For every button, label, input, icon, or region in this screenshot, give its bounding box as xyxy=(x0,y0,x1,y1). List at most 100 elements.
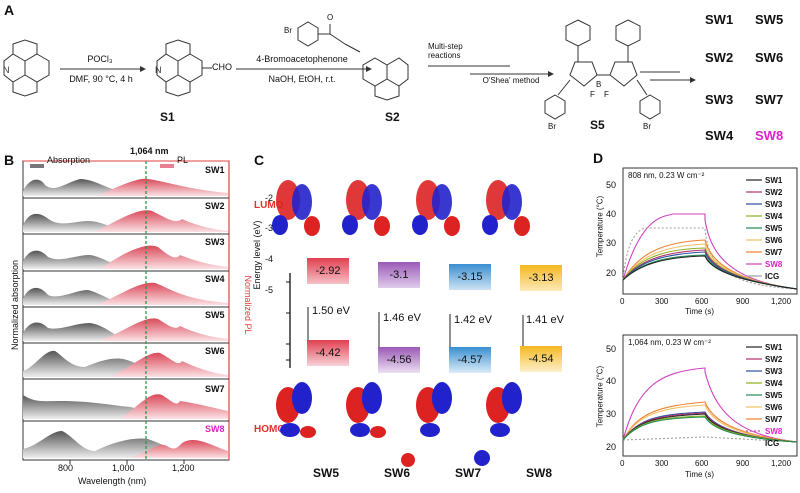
d-bottom-ytick-30: 30 xyxy=(606,409,617,419)
homo-orbital-sw8 xyxy=(474,382,522,466)
panel-b-letter: B xyxy=(4,152,15,168)
s2-structure xyxy=(297,21,409,101)
reaction-3-conditions: O'Shea' method xyxy=(482,76,540,85)
c-ytick-m5: -5 xyxy=(265,285,274,295)
d-top-ytick-30: 30 xyxy=(606,238,617,248)
d-top-legend-sw5: SW5 xyxy=(765,224,783,233)
homo-label: HOMO xyxy=(254,424,286,435)
c-ytick-m3: -3 xyxy=(265,223,274,233)
s5-f1-label: F xyxy=(590,90,595,99)
d-bottom-legend-sw1: SW1 xyxy=(765,343,783,352)
julolidine-structure: N xyxy=(3,39,50,97)
product-sw4: SW4 xyxy=(705,128,734,143)
lumo-orbital-sw7 xyxy=(412,180,460,236)
lumo-level-sw6: -3.1 xyxy=(378,262,420,288)
b-xtick-800: 800 xyxy=(58,463,74,473)
c-ytick-m4: -4 xyxy=(265,254,274,264)
b-legend-pl: PL xyxy=(177,155,189,165)
d-bottom-legend-sw4: SW4 xyxy=(765,379,783,388)
b-row-label-sw5: SW5 xyxy=(205,310,225,320)
gap-sw5: 1.50 eV xyxy=(312,305,350,317)
s1-structure: N xyxy=(155,39,212,97)
cho-label: CHO xyxy=(212,62,232,72)
s5-br-right-label: Br xyxy=(643,122,651,131)
d-bottom-legend-sw7: SW7 xyxy=(765,415,783,424)
product-sw3: SW3 xyxy=(705,92,734,107)
d-bottom-xtick-300: 300 xyxy=(655,459,669,468)
s5-b-label: B xyxy=(596,80,602,89)
b-row-label-sw8: SW8 xyxy=(205,424,225,434)
svg-text:N: N xyxy=(3,65,10,75)
panel-c-letter: C xyxy=(254,152,265,168)
b-legend-absorption: Absorption xyxy=(47,155,91,165)
svg-text:N: N xyxy=(155,65,162,75)
compound-s1-label: S1 xyxy=(160,110,175,124)
d-top-ytick-50: 50 xyxy=(606,180,617,190)
d-top-legend-sw1: SW1 xyxy=(765,176,783,185)
d-top-xtick-0: 0 xyxy=(620,297,625,306)
d-bottom-xtick-1200: 1,200 xyxy=(771,459,792,468)
b-row-sw7 xyxy=(23,394,228,419)
gap-sw6: 1.46 eV xyxy=(383,312,421,324)
d-bottom-title: 1,064 nm, 0.23 W cm⁻² xyxy=(628,338,711,347)
b-row-sw3 xyxy=(23,245,228,269)
d-bottom-curves xyxy=(622,367,798,443)
c-label-sw6: SW6 xyxy=(384,466,411,480)
b-row-sw1 xyxy=(23,178,228,196)
s2-o-label: O xyxy=(327,13,334,22)
homo-level-sw8: -4.54 xyxy=(520,346,562,372)
d-bottom-legend-sw3: SW3 xyxy=(765,367,783,376)
c-label-sw7: SW7 xyxy=(455,466,482,480)
product-sw2: SW2 xyxy=(705,50,734,65)
d-top-legend-sw3: SW3 xyxy=(765,200,783,209)
product-sw5: SW5 xyxy=(755,12,784,27)
d-bottom-ytick-50: 50 xyxy=(606,344,617,354)
reaction-2-conditions: NaOH, EtOH, r.t. xyxy=(268,74,336,84)
d-top-xtick-600: 600 xyxy=(695,297,709,306)
b-row-label-sw7: SW7 xyxy=(205,384,225,394)
lumo-orbital-sw5 xyxy=(272,180,320,236)
reaction-scheme: N N xyxy=(3,19,696,120)
d-top-legend-icg: ICG xyxy=(765,272,780,281)
b-ylabel-left: Normalized absorption xyxy=(10,259,20,351)
b-xtick-1000: 1,000 xyxy=(112,463,135,473)
s5-f2-label: F xyxy=(604,90,609,99)
d-top-legend-sw8: SW8 xyxy=(765,260,783,269)
b-row-label-sw3: SW3 xyxy=(205,237,225,247)
c-ylabel: Energy level (eV) xyxy=(252,220,262,290)
panel-d-charts xyxy=(622,167,798,457)
b-xlabel: Wavelength (nm) xyxy=(78,476,147,486)
d-bottom-ytick-40: 40 xyxy=(606,376,617,386)
d-top-legend-sw2: SW2 xyxy=(765,188,783,197)
lumo-level-sw8: -3.13 xyxy=(520,265,562,291)
panel-d-letter: D xyxy=(593,150,604,166)
homo-orbital-sw5 xyxy=(276,382,316,438)
b-row-label-sw1: SW1 xyxy=(205,165,225,175)
reaction-2-reagent: 4-Bromoacetophenone xyxy=(256,54,348,64)
panel-b-chart xyxy=(22,160,230,464)
lumo-orbital-sw6 xyxy=(342,180,390,236)
d-bottom-ytick-20: 20 xyxy=(606,442,617,452)
d-top-ytick-40: 40 xyxy=(606,209,617,219)
s2-br-label: Br xyxy=(284,26,292,35)
d-bottom-xlabel: Time (s) xyxy=(685,470,715,479)
product-sw7: SW7 xyxy=(755,92,784,107)
product-sw1: SW1 xyxy=(705,12,734,27)
d-bottom-legend-icg: ICG xyxy=(765,439,780,448)
d-bottom-legend-sw2: SW2 xyxy=(765,355,783,364)
compound-s2-label: S2 xyxy=(385,110,400,124)
homo-orbital-sw6 xyxy=(346,382,386,438)
b-row-sw5 xyxy=(23,318,228,341)
d-top-legend-sw7: SW7 xyxy=(765,248,783,257)
d-bottom-xtick-900: 900 xyxy=(736,459,750,468)
lumo-label: LUMO xyxy=(254,200,284,211)
b-row-label-sw6: SW6 xyxy=(205,346,225,356)
compound-s5-label: S5 xyxy=(590,118,605,132)
homo-level-sw6: -4.56 xyxy=(378,347,420,373)
gap-sw7: 1.42 eV xyxy=(454,314,492,326)
b-row-sw8 xyxy=(23,431,228,458)
b-row-sw4 xyxy=(23,282,228,305)
d-bottom-xtick-600: 600 xyxy=(695,459,709,468)
reaction-1-reagent: POCl₃ xyxy=(87,54,113,64)
lumo-orbital-sw8 xyxy=(482,180,530,236)
